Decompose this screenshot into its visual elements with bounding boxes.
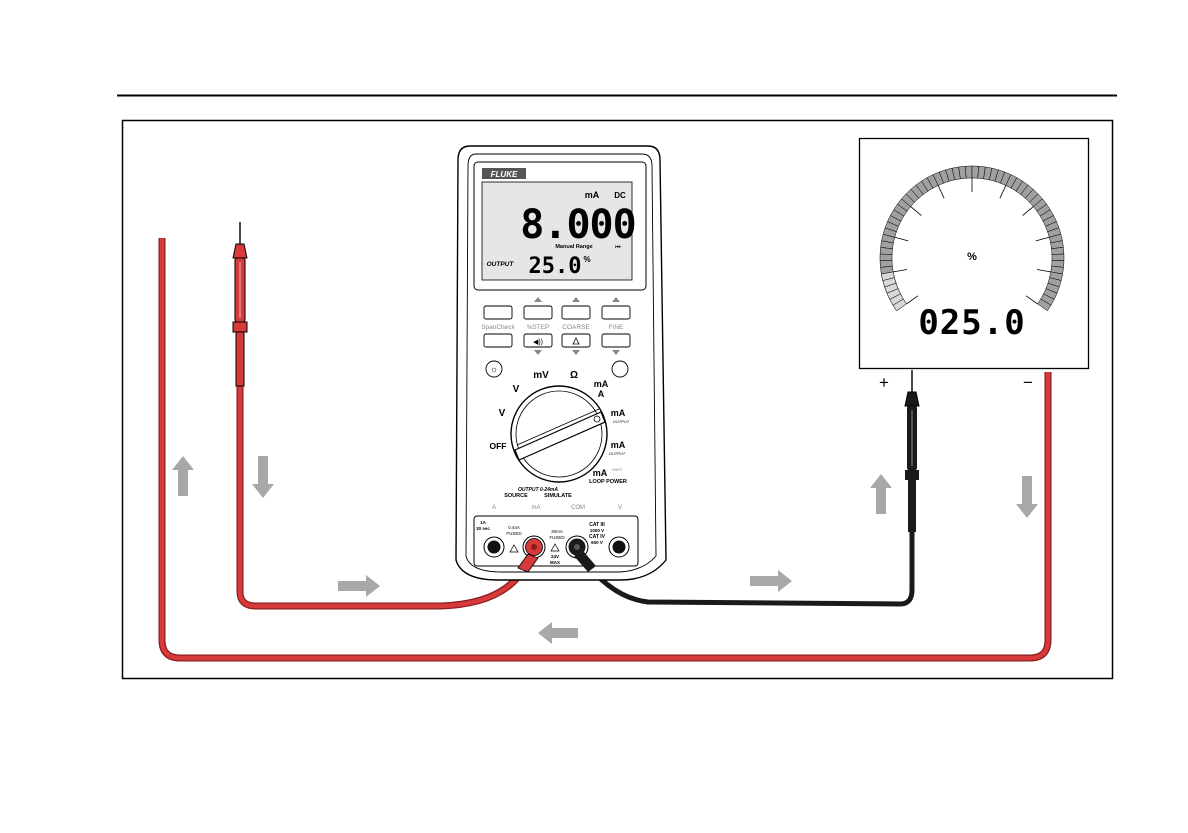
- fuse2-label: 30mA: [551, 529, 563, 534]
- right-arrow-icon: [338, 575, 380, 597]
- cat3v-label: 1000 V: [590, 528, 604, 533]
- red-probe: [233, 222, 247, 386]
- fuse1-label: 0.44A: [508, 525, 520, 530]
- range-label: Manual Range: [555, 244, 592, 250]
- terminal-a-label: A: [492, 505, 496, 511]
- dial-pointer: [594, 416, 600, 422]
- cat4v-label: 600 V: [591, 540, 603, 545]
- spancheck-button[interactable]: [484, 306, 512, 319]
- indicator-unit: %: [967, 251, 977, 263]
- gauge-segment: [1051, 247, 1063, 254]
- source-label: SOURCE: [504, 493, 528, 499]
- primary-unit: mA: [585, 190, 600, 200]
- gauge-segment: [965, 166, 972, 178]
- coarse-label: COARSE: [562, 324, 590, 331]
- up-arrow-icon: [870, 474, 892, 514]
- dial-ma-output-label: mA: [611, 408, 626, 418]
- backlight-icon: ☼: [490, 364, 498, 374]
- max-label: MAX: [550, 560, 560, 565]
- hold-icon: ⏮: [615, 245, 621, 251]
- rotary-dial[interactable]: [511, 386, 607, 482]
- simulate-label: SIMULATE: [544, 493, 572, 499]
- right-arrow-icon: [750, 570, 792, 592]
- indicator-minus-label: −: [1023, 373, 1033, 392]
- continuity-icon: ◀)): [533, 339, 543, 346]
- dial-hart-label: HART: [612, 467, 623, 472]
- hold-button[interactable]: [612, 361, 628, 377]
- black-probe: [905, 370, 919, 532]
- left-arrow-icon: [538, 622, 578, 644]
- dial-vdc-label: V: [513, 384, 520, 395]
- gauge-segment: [1052, 254, 1064, 261]
- secondary-reading: 25.0: [529, 254, 582, 279]
- dial-vac-label: V: [499, 408, 506, 419]
- dial-ohm-label: Ω: [570, 370, 578, 381]
- jack-ma[interactable]: [523, 536, 545, 558]
- blank-button[interactable]: [484, 334, 512, 347]
- multimeter: FLUKE mA DC 8.000 Manual Range ⏮ OUTPUT …: [456, 146, 666, 580]
- jack-v[interactable]: [609, 537, 629, 557]
- gauge-segment: [972, 166, 979, 178]
- gauge-segment: [880, 254, 892, 261]
- terminal-ma-label: mA: [532, 505, 541, 511]
- secondary-label: OUTPUT: [487, 261, 515, 268]
- gauge-segment: [880, 260, 892, 267]
- primary-mode: DC: [614, 191, 626, 200]
- a-time-label: 30 sec: [476, 526, 490, 531]
- dial-ma-a-label: mA: [594, 379, 609, 389]
- fused2-label: FUSED: [549, 535, 565, 540]
- fine-down-button[interactable]: [602, 334, 630, 347]
- fine-up-button[interactable]: [602, 306, 630, 319]
- fused1-label: FUSED: [506, 531, 522, 536]
- dial-ma-loop-label: mA: [593, 468, 608, 478]
- coarse-up-button[interactable]: [562, 306, 590, 319]
- jack-a[interactable]: [484, 537, 504, 557]
- loop-indicator: % 025.0 + −: [860, 139, 1089, 393]
- dial-output2-label: OUTPUT: [609, 451, 626, 456]
- primary-reading: 8.000: [520, 202, 635, 248]
- fine-label: FINE: [609, 324, 624, 331]
- dial-output1-label: OUTPUT: [613, 419, 630, 424]
- dial-a-label: A: [598, 389, 605, 399]
- a-rating-label: 1A: [480, 520, 487, 525]
- down-arrow-icon: [1016, 476, 1038, 518]
- step-up-button[interactable]: [524, 306, 552, 319]
- spancheck-label: SpanCheck: [481, 324, 515, 331]
- indicator-reading: 025.0: [918, 303, 1025, 343]
- step-label: %STEP: [527, 324, 550, 331]
- secondary-unit: %: [583, 255, 590, 264]
- dial-mv-label: mV: [533, 370, 549, 381]
- dial-ma-output2-label: mA: [611, 440, 626, 450]
- dial-loop-power-label: LOOP POWER: [589, 479, 627, 485]
- up-arrow-icon: [172, 456, 194, 496]
- indicator-plus-label: +: [879, 373, 889, 392]
- coarse-down-button[interactable]: [562, 334, 590, 347]
- brand-label: FLUKE: [491, 170, 518, 179]
- terminal-com-label: COM: [571, 505, 585, 511]
- terminal-v-label: V: [618, 505, 622, 511]
- dial-off-label: OFF: [490, 441, 507, 451]
- max-v-label: 24V: [551, 554, 559, 559]
- down-arrow-icon: [252, 456, 274, 498]
